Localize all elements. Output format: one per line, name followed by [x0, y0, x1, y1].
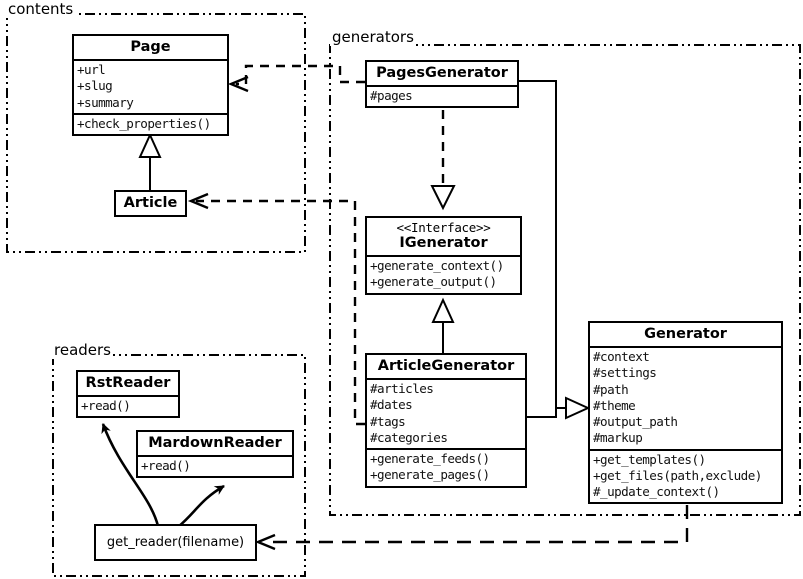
- class-method: +generate_output(): [370, 274, 497, 290]
- connector-getreader-to-mardownreader: [177, 484, 225, 528]
- class-attribute: #tags: [370, 413, 406, 429]
- connector-generator-to-getreader: [254, 505, 689, 551]
- class-attribute: #settings: [593, 365, 657, 381]
- class-attribute: #context: [593, 349, 650, 365]
- class-attribute: #markup: [593, 430, 643, 446]
- connector-pagesgenerator-to-page: [227, 64, 365, 93]
- class-box-page[interactable]: Page +url +slug +summary +check_properti…: [72, 34, 229, 137]
- class-box-articlegenerator[interactable]: ArticleGenerator #articles #dates #tags …: [365, 353, 527, 488]
- class-methods-articlegenerator: +generate_feeds() +generate_pages(): [367, 448, 525, 485]
- package-label-readers: readers: [52, 341, 113, 359]
- class-attributes-page: +url +slug +summary: [74, 59, 227, 113]
- class-name-article: Article: [123, 195, 178, 211]
- class-attribute: +slug: [77, 78, 113, 94]
- class-box-pagesgenerator[interactable]: PagesGenerator #pages: [365, 60, 519, 109]
- class-name-rstreader: RstReader: [85, 375, 171, 391]
- class-method: #_update_context(): [593, 484, 720, 500]
- class-attribute: #pages: [370, 88, 413, 104]
- class-method: +get_templates(): [593, 451, 706, 467]
- class-box-generator[interactable]: Generator #context #settings #path #them…: [588, 321, 783, 505]
- package-label-contents: contents: [6, 0, 76, 18]
- class-method: +get_files(path,exclude): [593, 467, 762, 483]
- class-name-igenerator: <<Interface>> IGenerator: [367, 218, 520, 255]
- class-attributes-articlegenerator: #articles #dates #tags #categories: [367, 378, 525, 448]
- class-attributes-generator: #context #settings #path #theme #output_…: [590, 346, 781, 448]
- class-attribute: #dates: [370, 397, 413, 413]
- class-attribute: +summary: [77, 94, 134, 110]
- class-attribute: +url: [77, 62, 106, 78]
- class-box-rstreader[interactable]: RstReader +read(): [76, 370, 180, 419]
- class-method: +read(): [81, 398, 131, 414]
- class-attribute: #theme: [593, 397, 636, 413]
- function-label-get-reader: get_reader(filename): [106, 535, 245, 550]
- connector-pagesgenerator-to-igenerator: [430, 110, 456, 211]
- class-name-pagesgenerator: PagesGenerator: [376, 65, 508, 81]
- class-attributes-pagesgenerator: #pages: [367, 85, 517, 106]
- class-methods-rstreader: +read(): [78, 395, 178, 416]
- class-method: +generate_pages(): [370, 467, 490, 483]
- class-method: +generate_feeds(): [370, 451, 490, 467]
- function-box-get-reader[interactable]: get_reader(filename): [94, 524, 257, 561]
- class-box-article[interactable]: Article: [114, 190, 187, 218]
- class-box-igenerator[interactable]: <<Interface>> IGenerator +generate_conte…: [365, 216, 522, 295]
- class-attribute: #articles: [370, 381, 434, 397]
- class-name-page: Page: [130, 39, 171, 55]
- package-label-generators: generators: [330, 28, 416, 46]
- class-method: +check_properties(): [77, 115, 211, 131]
- class-name-articlegenerator: ArticleGenerator: [377, 358, 515, 374]
- class-method: +generate_context(): [370, 258, 504, 274]
- connector-articlegenerator-to-article: [187, 192, 365, 426]
- class-methods-igenerator: +generate_context() +generate_output(): [367, 255, 520, 292]
- class-method: +read(): [141, 458, 191, 474]
- class-methods-page: +check_properties(): [74, 112, 227, 134]
- class-attribute: #categories: [370, 429, 448, 445]
- class-attribute: #output_path: [593, 414, 678, 430]
- connector-articlegenerator-to-igenerator: [431, 297, 455, 353]
- class-name-generator: Generator: [644, 326, 727, 342]
- class-box-mardownreader[interactable]: MardownReader +read(): [136, 430, 294, 479]
- class-name-mardownreader: MardownReader: [148, 435, 282, 451]
- connector-articlegenerator-to-generator: [527, 396, 591, 420]
- connector-article-to-page: [138, 132, 162, 190]
- class-attribute: #path: [593, 381, 629, 397]
- class-methods-mardownreader: +read(): [138, 455, 292, 476]
- class-methods-generator: +get_templates() +get_files(path,exclude…: [590, 448, 781, 503]
- class-stereotype-igenerator: <<Interface>>: [396, 220, 491, 235]
- class-name-text-igenerator: IGenerator: [399, 235, 488, 251]
